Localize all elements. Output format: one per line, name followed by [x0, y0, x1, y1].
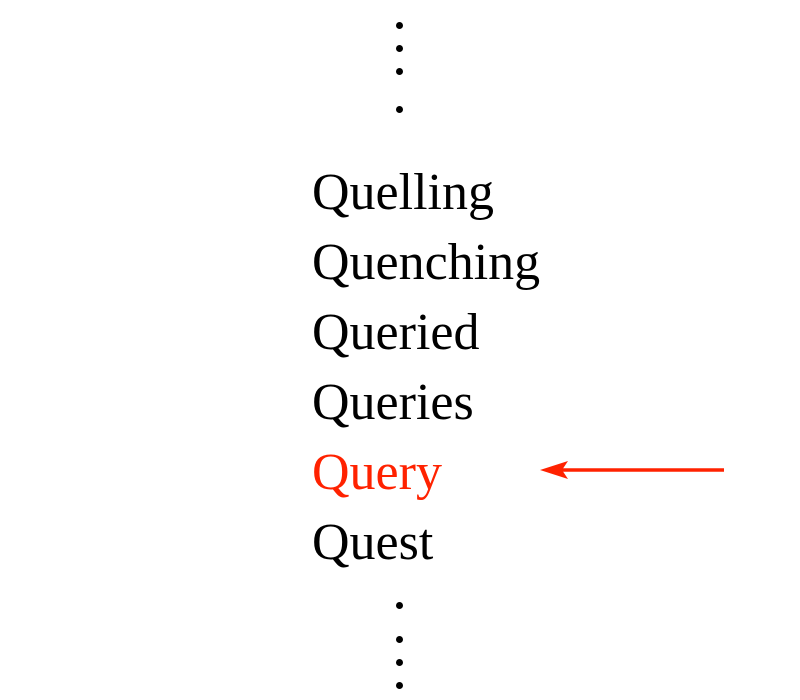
highlighted-word: Query — [312, 444, 442, 501]
word-item: Queries — [312, 374, 474, 431]
ellipsis-dot — [396, 636, 403, 643]
ellipsis-dot — [396, 22, 403, 29]
word-item: Quenching — [312, 234, 541, 291]
ellipsis-dot — [396, 106, 403, 113]
word-item: Quelling — [312, 164, 494, 221]
ellipsis-dot — [396, 682, 403, 689]
ellipsis-dot — [396, 659, 403, 666]
word-list: Quelling Quenching Queried Queries Query… — [312, 158, 540, 578]
ellipsis-dot — [396, 45, 403, 52]
left-arrow-icon — [540, 461, 724, 479]
word-item: Quest — [312, 514, 434, 571]
ellipsis-dot — [396, 602, 403, 609]
word-item: Queried — [312, 304, 480, 361]
ellipsis-dot — [396, 68, 403, 75]
